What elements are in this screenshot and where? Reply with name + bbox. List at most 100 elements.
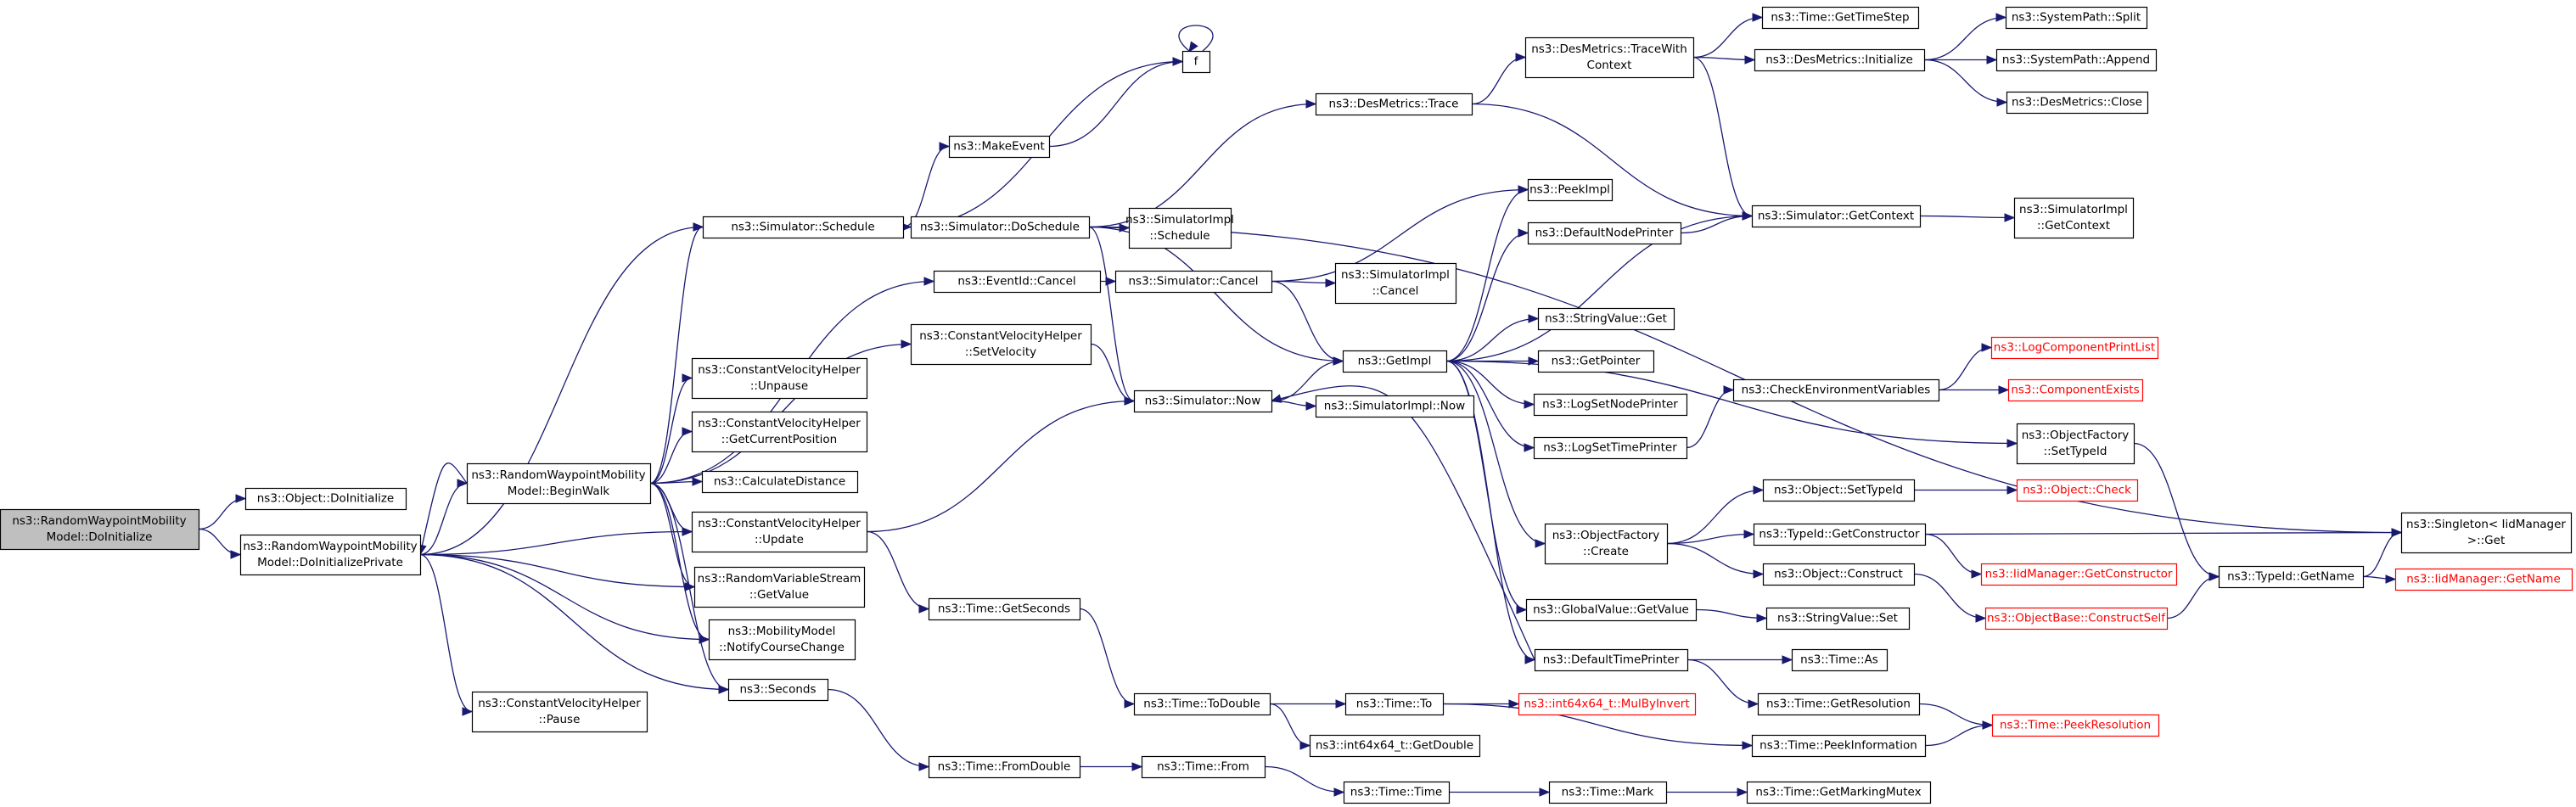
edge-arrowhead xyxy=(1305,401,1317,411)
node-label: ::Cancel xyxy=(1372,284,1419,298)
node-object-check[interactable]: ns3::Object::Check xyxy=(2016,479,2139,502)
node-logsettimeprinter[interactable]: ns3::LogSetTimePrinter xyxy=(1533,436,1688,460)
node-typeid-getconstructor[interactable]: ns3::TypeId::GetConstructor xyxy=(1753,523,1927,546)
node-simulatorimpl-getcontext[interactable]: ns3::SimulatorImpl::GetContext xyxy=(2013,197,2135,239)
node-objectbase-constructself[interactable]: ns3::ObjectBase::ConstructSelf xyxy=(1984,607,2169,630)
node-box xyxy=(239,534,422,576)
node-defaulttimeprinter[interactable]: ns3::DefaultTimePrinter xyxy=(1534,648,1689,672)
node-constantvelocityhelper-update[interactable]: ns3::ConstantVelocityHelper::Update xyxy=(691,511,868,553)
node-desmetrics-trace[interactable]: ns3::DesMetrics::Trace xyxy=(1315,92,1473,116)
node-time-mark[interactable]: ns3::Time::Mark xyxy=(1548,781,1668,804)
node-simulatorimpl-cancel[interactable]: ns3::SimulatorImpl::Cancel xyxy=(1334,262,1457,305)
node-simulatorimpl-now[interactable]: ns3::SimulatorImpl::Now xyxy=(1315,395,1475,418)
node-time-time[interactable]: ns3::Time::Time xyxy=(1343,781,1451,804)
node-time-as[interactable]: ns3::Time::As xyxy=(1791,648,1889,672)
node-int64x64-t-mulbyinvert[interactable]: ns3::int64x64_t::MulByInvert xyxy=(1518,692,1697,716)
node-mobilitymodel-notifycoursechange[interactable]: ns3::MobilityModel::NotifyCourseChange xyxy=(708,619,856,661)
node-time-to[interactable]: ns3::Time::To xyxy=(1344,692,1445,716)
node-simulator-doschedule[interactable]: ns3::Simulator::DoSchedule xyxy=(910,216,1091,239)
node-systempath-append[interactable]: ns3::SystemPath::Append xyxy=(1995,48,2158,72)
node-simulator-cancel[interactable]: ns3::Simulator::Cancel xyxy=(1114,270,1273,294)
node-simulatorimpl-schedule[interactable]: ns3::SimulatorImpl::Schedule xyxy=(1125,207,1234,249)
node-time-from[interactable]: ns3::Time::From xyxy=(1141,755,1266,779)
edge-arrowhead xyxy=(939,142,951,151)
call-edge xyxy=(1938,385,2010,395)
edge-line xyxy=(419,226,704,556)
node-calculatedistance[interactable]: ns3::CalculateDistance xyxy=(701,470,859,494)
node-time-fromdouble[interactable]: ns3::Time::FromDouble xyxy=(928,755,1081,779)
node-label: ns3::MobilityModel xyxy=(728,625,836,638)
node-time-todouble[interactable]: ns3::Time::ToDouble xyxy=(1133,692,1271,716)
call-edge xyxy=(2362,574,2397,584)
node-box xyxy=(1751,734,1927,758)
node-time-getseconds[interactable]: ns3::Time::GetSeconds xyxy=(928,597,1081,621)
node-iidmanager-getconstructor[interactable]: ns3::IidManager::GetConstructor xyxy=(1980,563,2178,586)
edge-line xyxy=(649,226,704,485)
node-logsetnodeprinter[interactable]: ns3::LogSetNodePrinter xyxy=(1533,393,1688,417)
node-desmetrics-initialize[interactable]: ns3::DesMetrics::Initialize xyxy=(1754,48,1926,72)
call-edge xyxy=(418,462,468,556)
edge-line xyxy=(1271,360,1344,402)
call-edge xyxy=(866,396,1136,533)
call-edge xyxy=(1088,226,1136,406)
node-peekimpl[interactable]: ns3::PeekImpl xyxy=(1527,178,1614,202)
node-constantvelocityhelper-setvelocity[interactable]: ns3::ConstantVelocityHelper::SetVelocity xyxy=(910,323,1092,366)
node-stringvalue-get[interactable]: ns3::StringValue::Get xyxy=(1537,307,1675,331)
node-label: ns3::int64x64_t::GetDouble xyxy=(1316,739,1473,753)
node-getimpl[interactable]: ns3::GetImpl xyxy=(1342,350,1448,373)
node-object-doinitialize[interactable]: ns3::Object::DoInitialize xyxy=(244,487,407,511)
node-randomwaypointmobility-model-beginwalk[interactable]: ns3::RandomWaypointMobilityModel::BeginW… xyxy=(466,462,652,505)
node-label: ns3::Time::ToDouble xyxy=(1143,698,1260,711)
node-seconds[interactable]: ns3::Seconds xyxy=(727,678,829,702)
node-randomwaypointmobility-model-doinitializeprivate[interactable]: ns3::RandomWaypointMobilityModel::DoInit… xyxy=(239,534,422,576)
node-systempath-split[interactable]: ns3::SystemPath::Split xyxy=(2005,6,2148,30)
node-label: ns3::SimulatorImpl xyxy=(1125,213,1234,227)
call-edge xyxy=(1271,280,1344,366)
node-object-settypeid[interactable]: ns3::Object::SetTypeId xyxy=(1762,479,1916,502)
node-objectfactory-settypeid[interactable]: ns3::ObjectFactory::SetTypeId xyxy=(2016,423,2135,465)
node-singleton-iidmanager-get[interactable]: ns3::Singleton< IidManager >::Get xyxy=(2400,512,2573,554)
node-box xyxy=(1533,436,1688,460)
node-iidmanager-getname[interactable]: ns3::IidManager::GetName xyxy=(2394,568,2573,591)
node-constantvelocityhelper-getcurrentposition[interactable]: ns3::ConstantVelocityHelper::GetCurrentP… xyxy=(691,411,868,453)
node-object-construct[interactable]: ns3::Object::Construct xyxy=(1762,563,1916,586)
node-checkenvironmentvariables[interactable]: ns3::CheckEnvironmentVariables xyxy=(1732,378,1940,402)
node-eventid-cancel[interactable]: ns3::EventId::Cancel xyxy=(933,270,1102,294)
node-objectfactory-create[interactable]: ns3::ObjectFactory::Create xyxy=(1544,523,1669,565)
call-edge xyxy=(1271,356,1344,402)
node-f[interactable]: f xyxy=(1181,50,1211,74)
call-edge xyxy=(1666,542,1765,579)
edge-arrowhead xyxy=(1723,385,1735,395)
node-makeevent[interactable]: ns3::MakeEvent xyxy=(948,135,1051,159)
call-edge xyxy=(1924,720,1994,747)
node-componentexists[interactable]: ns3::ComponentExists xyxy=(2007,378,2144,402)
edge-arrowhead xyxy=(1508,699,1520,709)
node-time-getmarkingmutex[interactable]: ns3::Time::GetMarkingMutex xyxy=(1746,781,1932,804)
node-globalvalue-getvalue[interactable]: ns3::GlobalValue::GetValue xyxy=(1525,598,1698,622)
edge-arrowhead xyxy=(692,477,704,486)
node-box xyxy=(1309,734,1481,758)
node-randomvariablestream-getvalue[interactable]: ns3::RandomVariableStream::GetValue xyxy=(693,566,866,608)
node-stringvalue-set[interactable]: ns3::StringValue::Set xyxy=(1765,607,1911,630)
node-box xyxy=(1765,607,1911,630)
node-typeid-getname[interactable]: ns3::TypeId::GetName xyxy=(2218,565,2365,589)
node-simulator-schedule[interactable]: ns3::Simulator::Schedule xyxy=(702,216,905,239)
node-simulator-now[interactable]: ns3::Simulator::Now xyxy=(1133,389,1273,413)
node-getpointer[interactable]: ns3::GetPointer xyxy=(1537,350,1655,373)
node-box xyxy=(701,470,859,494)
node-constantvelocityhelper-unpause[interactable]: ns3::ConstantVelocityHelper::Unpause xyxy=(691,357,868,400)
edge-line xyxy=(1695,608,1767,619)
node-time-peekinformation[interactable]: ns3::Time::PeekInformation xyxy=(1751,734,1927,758)
node-int64x64-t-getdouble[interactable]: ns3::int64x64_t::GetDouble xyxy=(1309,734,1481,758)
node-time-getresolution[interactable]: ns3::Time::GetResolution xyxy=(1757,692,1921,716)
edge-arrowhead xyxy=(1975,614,1987,623)
node-time-peekresolution[interactable]: ns3::Time::PeekResolution xyxy=(1991,714,2160,737)
node-simulator-getcontext[interactable]: ns3::Simulator::GetContext xyxy=(1751,205,1922,228)
node-defaultnodeprinter[interactable]: ns3::DefaultNodePrinter xyxy=(1527,221,1682,245)
node-desmetrics-close[interactable]: ns3::DesMetrics::Close xyxy=(2006,91,2149,115)
node-constantvelocityhelper-pause[interactable]: ns3::ConstantVelocityHelper::Pause xyxy=(471,691,648,733)
node-time-gettimestep[interactable]: ns3::Time::GetTimeStep xyxy=(1761,6,1920,30)
node-logcomponentprintlist[interactable]: ns3::LogComponentPrintList xyxy=(1990,336,2159,360)
node-label: ns3::SimulatorImpl xyxy=(1341,268,1450,282)
